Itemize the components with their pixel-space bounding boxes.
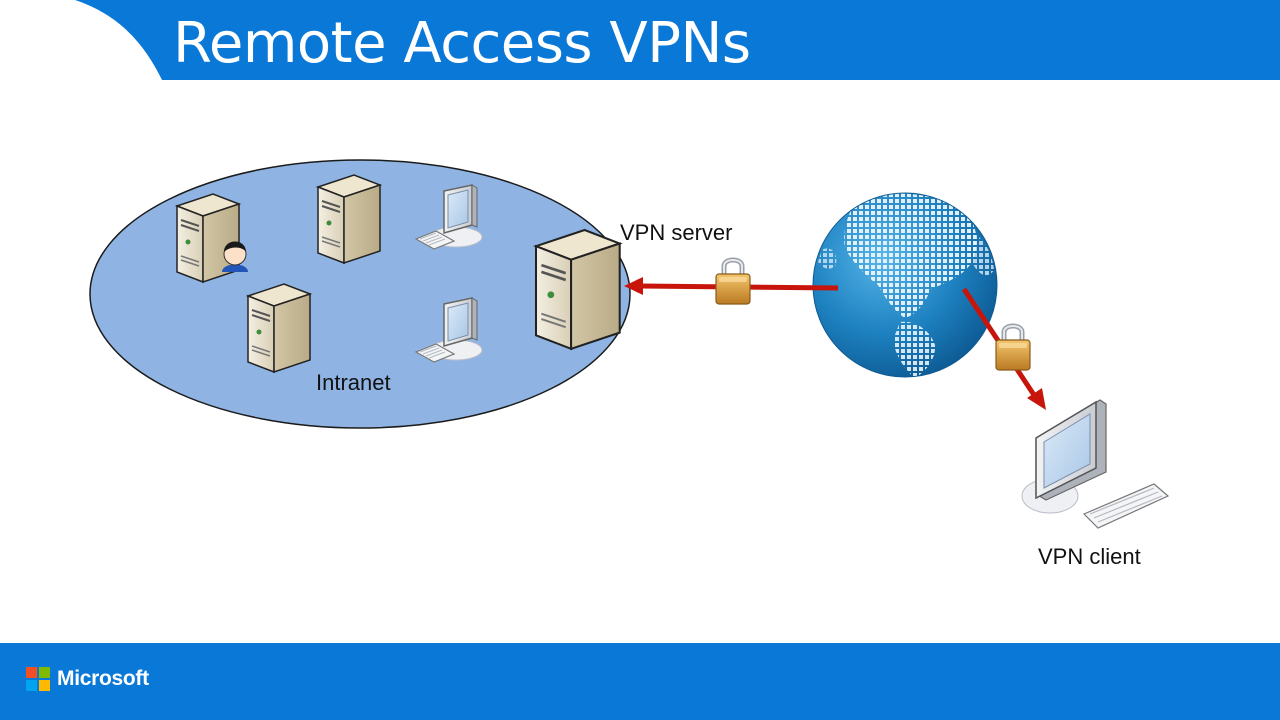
slide-header — [0, 0, 1280, 80]
intranet-label: Intranet — [316, 370, 391, 395]
vpn-client-label: VPN client — [1038, 544, 1141, 569]
user-icon — [222, 241, 248, 272]
server-icon — [317, 174, 381, 264]
padlock-icon — [996, 326, 1030, 370]
slide-footer — [0, 643, 1280, 720]
server-icon — [247, 283, 311, 373]
vpn-server-icon — [534, 228, 622, 351]
vpn-client-icon — [1021, 399, 1170, 529]
slide-title: Remote Access VPNs — [173, 11, 751, 76]
padlock-icon — [716, 260, 750, 304]
header-corner-shape — [0, 0, 162, 80]
microsoft-logo — [26, 667, 50, 691]
microsoft-brand-text: Microsoft — [57, 667, 149, 690]
vpn-server-label: VPN server — [620, 220, 733, 245]
globe-icon — [812, 192, 998, 378]
